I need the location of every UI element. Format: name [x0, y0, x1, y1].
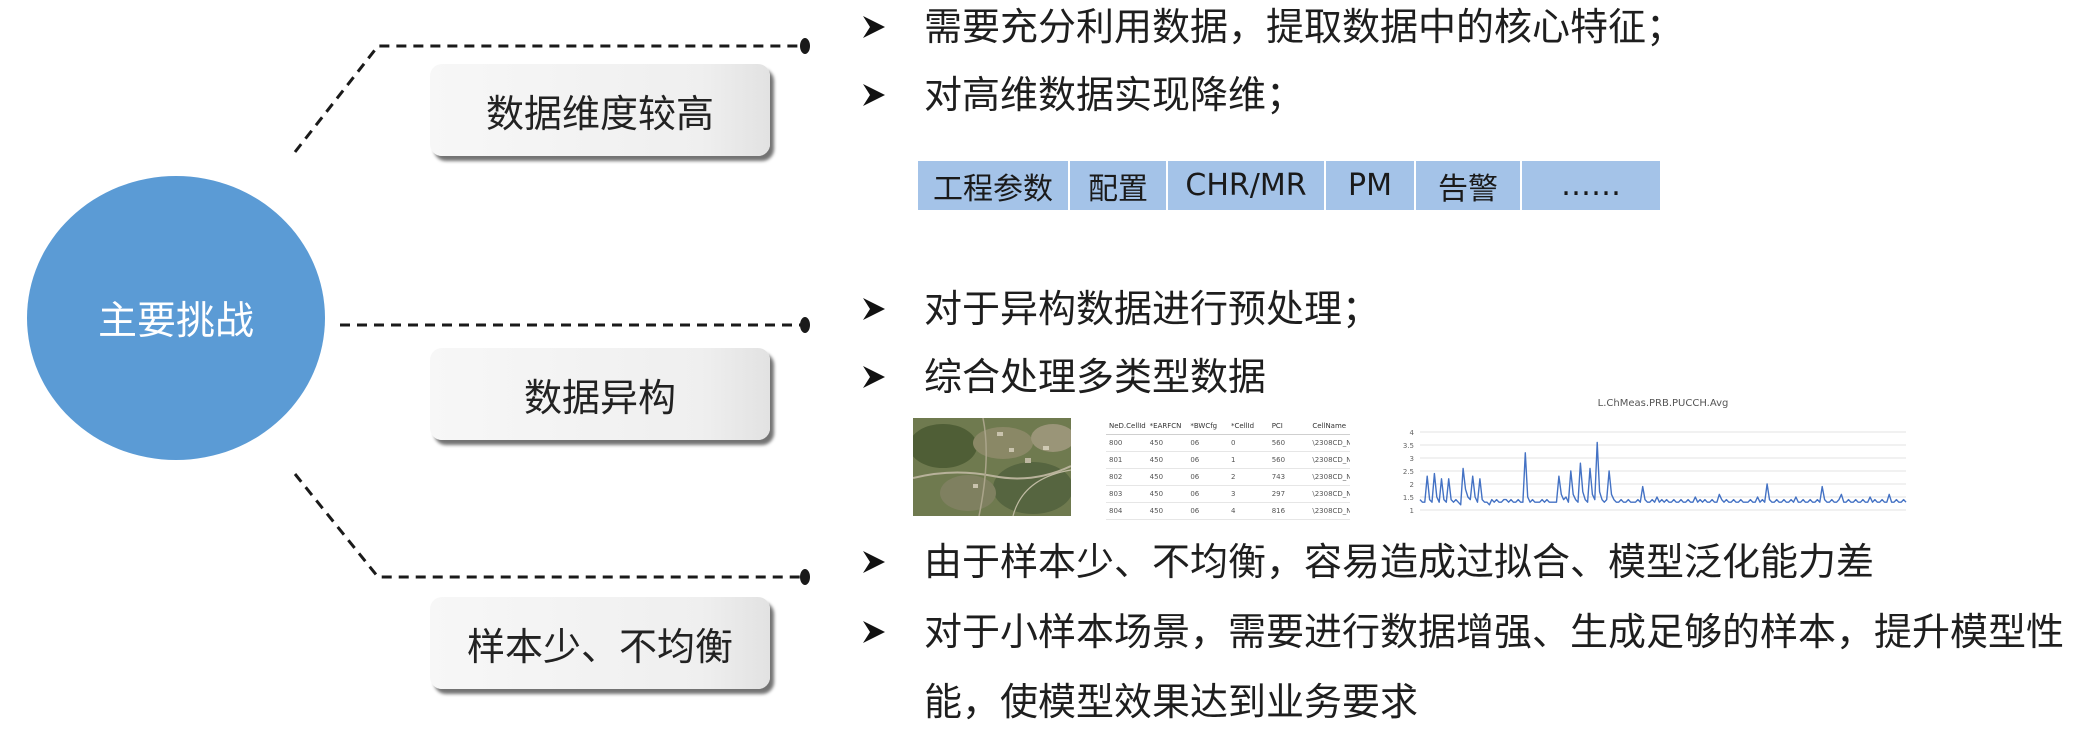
- chart-y-tick-label: 3: [1410, 455, 1414, 463]
- table-cell: 3: [1231, 490, 1236, 498]
- chart-y-tick-label: 2: [1410, 481, 1414, 489]
- table-cell: 803: [1109, 490, 1123, 498]
- table-cell: 450: [1149, 439, 1164, 447]
- table-cell: 06: [1190, 490, 1200, 498]
- arrowhead-bullet-icon: [860, 527, 924, 597]
- satellite-map-thumbnail: [913, 418, 1071, 516]
- challenge-high-dimension-label: 数据维度较高: [485, 91, 714, 136]
- table-header-cell: *BWCfg: [1190, 422, 1218, 430]
- connector-bottom: [293, 473, 805, 579]
- table-cell: 1: [1231, 456, 1236, 464]
- table-cell: 743: [1271, 473, 1286, 481]
- data-type-cell: CHR/MR: [1168, 161, 1326, 210]
- arrowhead-bullet-icon: [860, 342, 924, 412]
- table-cell: 2: [1231, 473, 1236, 481]
- table-header-cell: *CellId: [1231, 422, 1255, 430]
- data-type-cell: PM: [1326, 161, 1416, 210]
- bullet-text: 需要充分利用数据，提取数据中的核心特征；: [924, 5, 1685, 49]
- table-cell: 816: [1271, 507, 1286, 515]
- table-cell: \2308CD_N...: [1312, 507, 1351, 515]
- bullet-item: 需要充分利用数据，提取数据中的核心特征；: [860, 0, 1684, 62]
- data-type-cell: 配置: [1070, 161, 1168, 210]
- table-header-cell: PCI: [1271, 422, 1283, 430]
- bullet-text: 综合处理多类型数据: [924, 355, 1267, 399]
- connector-end-dot-middle: [800, 317, 810, 333]
- table-cell: 06: [1190, 507, 1200, 515]
- table-cell: \2308CD_N...: [1312, 439, 1351, 447]
- table-header-cell: *EARFCN: [1149, 422, 1182, 430]
- table-cell: 06: [1190, 456, 1200, 464]
- table-cell: \2308CD_N...: [1312, 456, 1351, 464]
- bullet-item: 对于异构数据进行预处理；: [860, 274, 1380, 344]
- bullet-text: 由于样本少、不均衡，容易造成过拟合、模型泛化能力差: [924, 540, 1875, 584]
- chart-y-tick-label: 1.5: [1403, 494, 1414, 502]
- table-header-cell: CellName: [1312, 422, 1347, 430]
- table-cell: 801: [1109, 456, 1123, 464]
- chart-title: L.ChMeas.PRB.PUCCH.Avg: [1598, 398, 1729, 409]
- challenge-imbalance-box: 样本少、不均衡: [430, 597, 770, 689]
- challenge-heterogeneous-box: 数据异构: [430, 348, 770, 440]
- table-row: 800 450 06 0 560 \2308CD_N...: [1106, 435, 1350, 452]
- table-cell: 804: [1109, 507, 1123, 515]
- bullet-text: 对于异构数据进行预处理；: [924, 287, 1381, 331]
- chart-series-line: [1419, 441, 1907, 506]
- table-row: 803 450 06 3 297 \2308CD_N...: [1106, 486, 1350, 503]
- data-type-cell: 工程参数: [918, 161, 1070, 210]
- chart-y-tick-label: 4: [1410, 429, 1415, 437]
- table-cell: 450: [1149, 456, 1164, 464]
- table-cell: 4: [1231, 507, 1236, 515]
- arrowhead-bullet-icon: [860, 597, 924, 667]
- chart-y-tick-label: 2.5: [1403, 468, 1414, 476]
- challenge-heterogeneous-label: 数据异构: [523, 375, 676, 420]
- table-cell: 800: [1109, 439, 1123, 447]
- table-cell: 450: [1149, 473, 1164, 481]
- bullet-item: 综合处理多类型数据: [860, 342, 1266, 412]
- table-cell: 802: [1109, 473, 1123, 481]
- table-cell: 450: [1149, 507, 1164, 515]
- table-cell: 560: [1271, 439, 1286, 447]
- bullet-item: 对高维数据实现降维；: [860, 60, 1304, 130]
- main-challenge-circle: 主要挑战: [27, 176, 325, 460]
- arrowhead-bullet-icon: [860, 0, 924, 62]
- pm-line-chart: L.ChMeas.PRB.PUCCH.Avg 4 3.5 3 2.5 2 1.5 1: [1403, 398, 1907, 515]
- main-challenge-label: 主要挑战: [97, 299, 254, 344]
- table-header-row: NeD.CellId*EARFCN *BWCfg *CellId PCI CellNam…: [1106, 418, 1350, 435]
- table-row: 802 450 06 2 743 \2308CD_N...: [1106, 469, 1350, 486]
- challenge-imbalance-label: 样本少、不均衡: [466, 624, 733, 669]
- table-cell: 560: [1271, 456, 1286, 464]
- table-row: 801 450 06 1 560 \2308CD_N...: [1106, 452, 1350, 469]
- table-cell: 297: [1271, 490, 1286, 498]
- table-cell: \2308CD_N...: [1312, 473, 1351, 481]
- data-types-strip: 工程参数 配置 CHR/MR PM 告警 ……: [918, 161, 1660, 210]
- table-cell: \2308CD_N...: [1312, 490, 1351, 498]
- challenge-high-dimension-box: 数据维度较高: [430, 64, 770, 156]
- table-cell: 450: [1149, 490, 1164, 498]
- sample-data-table-thumbnail: NeD.CellId*EARFCN *BWCfg *CellId PCI CellNam…: [1106, 418, 1350, 520]
- bullet-text: 对于小样本场景，需要进行数据增强、生成足够的样本，提升模型性能，使模型效果达到业…: [924, 610, 2065, 724]
- chart-y-tick-label: 3.5: [1403, 442, 1414, 450]
- bullet-item: 对于小样本场景，需要进行数据增强、生成足够的样本，提升模型性能，使模型效果达到业…: [860, 597, 2075, 737]
- arrowhead-bullet-icon: [860, 60, 924, 130]
- table-cell: 06: [1190, 473, 1200, 481]
- table-cell: 06: [1190, 439, 1200, 447]
- bullet-text: 对高维数据实现降维；: [924, 73, 1305, 117]
- table-row: 804 450 06 4 816 \2308CD_N...: [1106, 503, 1350, 520]
- table-header-cell: NeD.CellId: [1109, 422, 1146, 430]
- bullet-item: 由于样本少、不均衡，容易造成过拟合、模型泛化能力差: [860, 527, 1874, 597]
- chart-y-tick-label: 1: [1410, 507, 1414, 515]
- connector-end-dot-top: [800, 38, 810, 54]
- connector-end-dot-bottom: [800, 569, 810, 585]
- table-cell: 0: [1231, 439, 1236, 447]
- data-type-cell: ……: [1522, 161, 1660, 210]
- data-type-cell: 告警: [1416, 161, 1522, 210]
- arrowhead-bullet-icon: [860, 274, 924, 344]
